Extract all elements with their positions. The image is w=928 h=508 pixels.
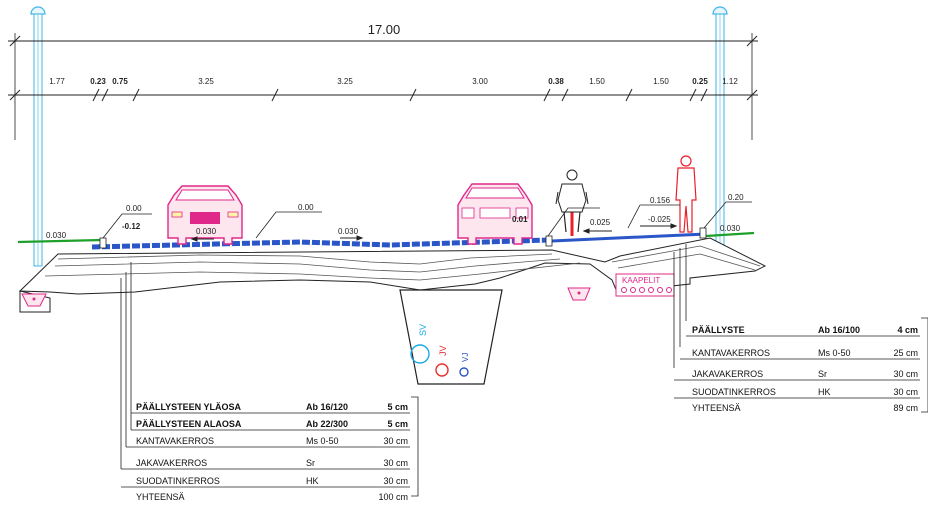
path_layers-row-3-material: Sr <box>818 369 827 379</box>
dim-segment-7: 0.38 <box>548 77 564 86</box>
left-curb-bottom-label: -0.12 <box>122 222 141 231</box>
cyclist-icon <box>555 169 589 236</box>
car-left-icon <box>167 185 243 245</box>
road_layers-row-5-name: SUODATINKERROS <box>136 476 220 486</box>
road_layers-row-3-material: Ms 0-50 <box>306 436 339 446</box>
road_layers-row-4-thickness: 30 cm <box>383 458 408 468</box>
right-verge-slope-label: 0.030 <box>720 224 741 233</box>
car-right-icon <box>457 183 533 245</box>
dim-segment-8: 1.50 <box>589 77 605 86</box>
dim-segment-9: 1.50 <box>653 77 669 86</box>
road_layers-row-6-name: YHTEENSÄ <box>136 492 185 502</box>
left-lane-slope-label: 0.030 <box>196 227 217 236</box>
sv-label: SV <box>418 324 428 336</box>
overall-width-label: 17.00 <box>368 22 401 37</box>
path-layer-leaders <box>673 244 928 413</box>
vj-pipe-icon <box>459 367 469 377</box>
road_layers-row-4-name: JAKAVAKERROS <box>136 458 207 468</box>
path_layers-row-4-material: HK <box>818 387 831 397</box>
road_layers-row-1-thickness: 5 cm <box>387 402 408 412</box>
left-verge-slope-label: 0.030 <box>46 231 67 240</box>
dim-segment-11: 1.12 <box>722 77 738 86</box>
segment-dimension: 1.77 0.23 0.75 3.25 3.25 3.00 0.38 1.50 … <box>8 77 758 102</box>
road_layers-row-3-name: KANTAVAKERROS <box>136 436 214 446</box>
slope-arrows <box>190 223 678 242</box>
overall-dimension: 17.00 <box>8 22 758 140</box>
path_layers-row-1-name: PÄÄLLYSTE <box>692 325 745 335</box>
sv-pipe-icon <box>410 344 430 364</box>
dim-segment-1: 1.77 <box>49 77 65 86</box>
jv-label: JV <box>438 345 448 356</box>
pedestrian-icon <box>675 155 697 233</box>
road_layers-row-5-thickness: 30 cm <box>383 476 408 486</box>
path_layers-row-1-thickness: 4 cm <box>897 325 918 335</box>
path_layers-row-2-material: Ms 0-50 <box>818 348 851 358</box>
cable-duct: KAAPELIT <box>615 273 675 297</box>
road_layers-row-5-material: HK <box>306 476 319 486</box>
cables-label: KAAPELIT <box>622 276 660 285</box>
road_layers-row-1-name: PÄÄLLYSTEEN YLÄOSA <box>136 402 242 412</box>
road_layers-row-1-material: Ab 16/120 <box>306 402 348 412</box>
sidewalk-slope-label: -0.025 <box>648 215 671 224</box>
path_layers-row-5-thickness: 89 cm <box>893 403 918 413</box>
path_layers-row-2-thickness: 25 cm <box>893 348 918 358</box>
path_layers-row-4-thickness: 30 cm <box>893 387 918 397</box>
left-curb-top-label: 0.00 <box>126 204 142 213</box>
dim-segment-2: 0.23 <box>90 77 106 86</box>
dim-segment-5: 3.25 <box>337 77 353 86</box>
path_layers-row-4-name: SUODATINKERROS <box>692 387 776 397</box>
sidewalk-top-label: 0.156 <box>650 196 671 205</box>
jv-pipe-icon <box>435 363 449 377</box>
height-leaders <box>102 201 752 239</box>
road-layer-leaders <box>120 262 419 497</box>
path_layers-row-2-name: KANTAVAKERROS <box>692 348 770 358</box>
dim-segment-10: 0.25 <box>692 77 708 86</box>
dim-segment-6: 3.00 <box>472 77 488 86</box>
dim-segment-3: 0.75 <box>112 77 128 86</box>
road_layers-row-4-material: Sr <box>306 458 315 468</box>
road_layers-row-6-thickness: 100 cm <box>378 492 408 502</box>
cycle-path-slope-label: 0.025 <box>590 218 611 227</box>
left-light-pole <box>30 6 46 267</box>
path_layers-row-3-thickness: 30 cm <box>893 369 918 379</box>
path_layers-row-5-name: YHTEENSÄ <box>692 403 741 413</box>
median-curb-label: 0.01 <box>512 215 528 224</box>
centerline-height-label: 0.00 <box>298 203 314 212</box>
road_layers-row-2-material: Ab 22/300 <box>306 419 348 429</box>
road_layers-row-2-name: PÄÄLLYSTEEN ALAOSA <box>136 419 242 429</box>
right-curb-top-label: 0.20 <box>728 193 744 202</box>
right-lane-slope-label: 0.030 <box>338 227 359 236</box>
utility-trench: SV JV VJ <box>399 289 503 385</box>
path_layers-row-3-name: JAKAVAKERROS <box>692 369 763 379</box>
vj-label: VJ <box>461 353 470 362</box>
road_layers-row-3-thickness: 30 cm <box>383 436 408 446</box>
road-structure <box>18 237 767 313</box>
road_layers-row-2-thickness: 5 cm <box>387 419 408 429</box>
dim-segment-4: 3.25 <box>198 77 214 86</box>
path_layers-row-1-material: Ab 16/100 <box>818 325 860 335</box>
